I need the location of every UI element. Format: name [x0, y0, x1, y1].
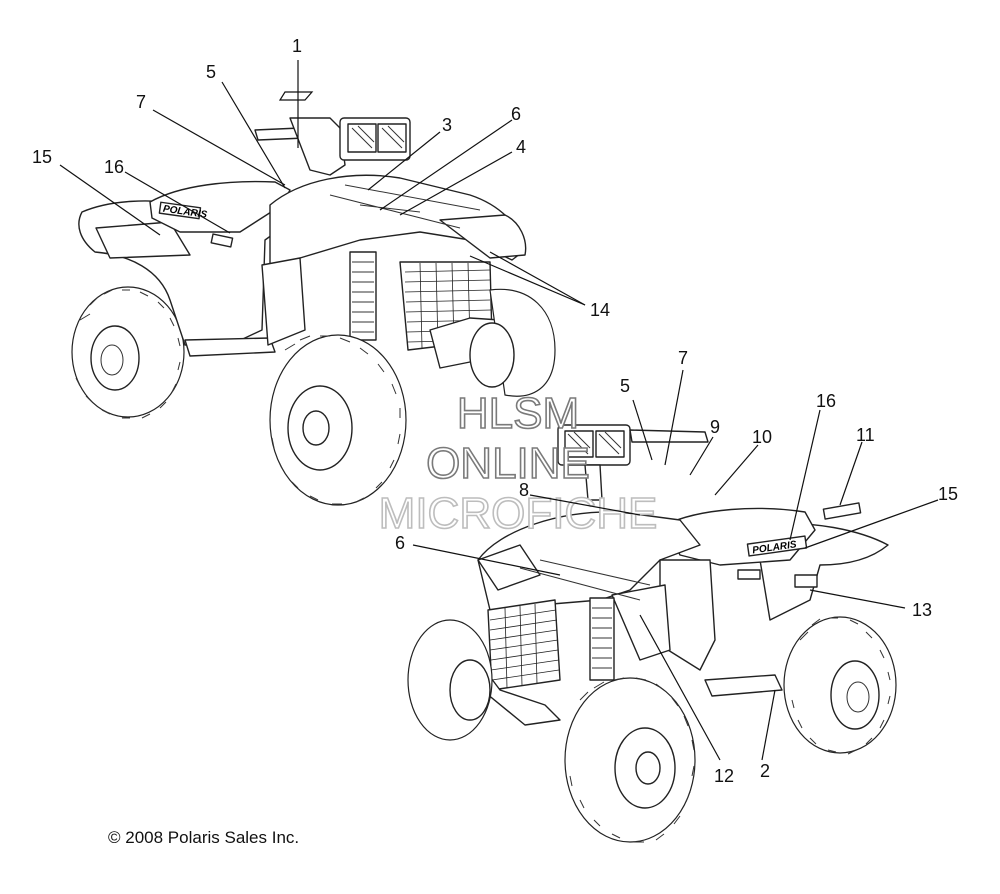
watermark-line-3: MICROFICHE [379, 489, 658, 538]
callout-bottom-6: 6 [395, 533, 405, 553]
atv-top-front-wheel [269, 334, 407, 506]
callout-bottom-16: 16 [816, 391, 836, 411]
callout-bottom-2: 2 [760, 761, 770, 781]
atv-bottom-front-body [477, 511, 701, 611]
atv-bottom-grille [469, 599, 561, 726]
callout-bottom-11: 11 [856, 425, 875, 445]
callout-bottom-10: 10 [752, 427, 772, 447]
callout-top-1: 1 [292, 36, 302, 56]
callout-bottom-8: 8 [519, 480, 529, 500]
callout-bottom-5: 5 [620, 376, 630, 396]
callout-bottom-9: 9 [710, 417, 720, 437]
atv-top-shock [349, 251, 377, 341]
watermark-line-1: HLSM [457, 389, 579, 438]
callout-labels: 1 5 7 3 6 4 15 16 14 7 5 9 10 16 11 15 8… [32, 36, 958, 786]
atv-bottom-handlebar [557, 424, 709, 501]
atv-top-illustration: POLARIS [71, 117, 556, 506]
atv-top-rear-wheel [71, 286, 185, 419]
atv-top-seat [149, 180, 291, 233]
atv-bottom-rear-wheel [783, 616, 897, 755]
atv-bottom-shock [589, 597, 615, 681]
atv-top-right-wheel [469, 288, 556, 397]
atv-bottom-front-wheel [564, 677, 696, 843]
atv-bottom-left-wheel [407, 619, 493, 741]
callout-bottom-7: 7 [678, 348, 688, 368]
watermark-line-2: ONLINE [426, 439, 590, 488]
callout-bottom-13: 13 [912, 600, 932, 620]
atv-bottom-illustration: POLARIS [407, 424, 897, 843]
callout-bottom-15: 15 [938, 484, 958, 504]
callout-top-5: 5 [206, 62, 216, 82]
callout-top-3: 3 [442, 115, 452, 135]
leader-lines [59, 60, 939, 761]
callout-top-7: 7 [136, 92, 146, 112]
callout-top-6: 6 [511, 104, 521, 124]
callout-top-4: 4 [516, 137, 526, 157]
callout-top-14: 14 [590, 300, 610, 320]
atv-top-handlebar [254, 117, 411, 176]
callout-top-15: 15 [32, 147, 52, 167]
copyright-notice: © 2008 Polaris Sales Inc. [108, 828, 300, 847]
watermark: HLSM ONLINE MICROFICHE [378, 388, 658, 539]
callout-top-16: 16 [104, 157, 124, 177]
callout-bottom-12: 12 [714, 766, 734, 786]
